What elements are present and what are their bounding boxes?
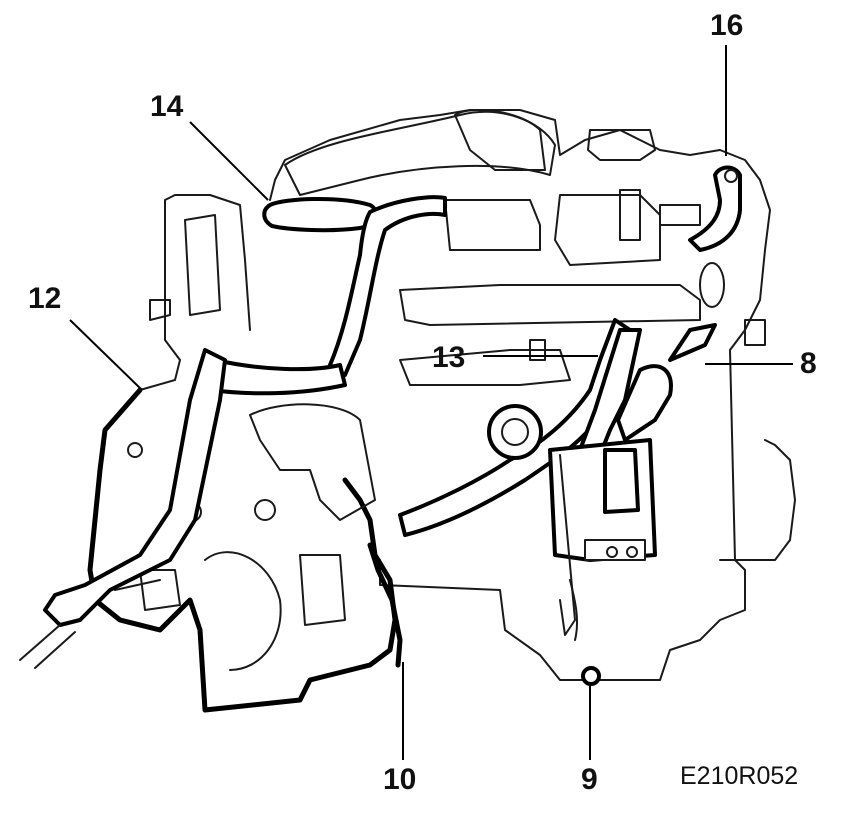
callout-12: 12 — [28, 282, 62, 315]
gearbox — [87, 194, 398, 713]
callout-9: 9 — [581, 763, 598, 796]
hose-13 — [398, 318, 673, 537]
pump-housing — [548, 323, 717, 641]
hose-16 — [688, 165, 742, 252]
drain-plug-9 — [581, 666, 601, 686]
part-10 — [367, 542, 403, 668]
callout-14: 14 — [150, 90, 184, 123]
hose-14 — [208, 195, 447, 396]
callout-13: 13 — [432, 341, 466, 374]
callout-16: 16 — [710, 9, 744, 42]
callout-10: 10 — [383, 763, 417, 796]
engine-block — [269, 109, 796, 681]
callout-8: 8 — [800, 347, 817, 380]
figure-code: E210R052 — [680, 762, 799, 790]
hose-12 — [19, 348, 227, 669]
leader-lines — [69, 45, 793, 760]
